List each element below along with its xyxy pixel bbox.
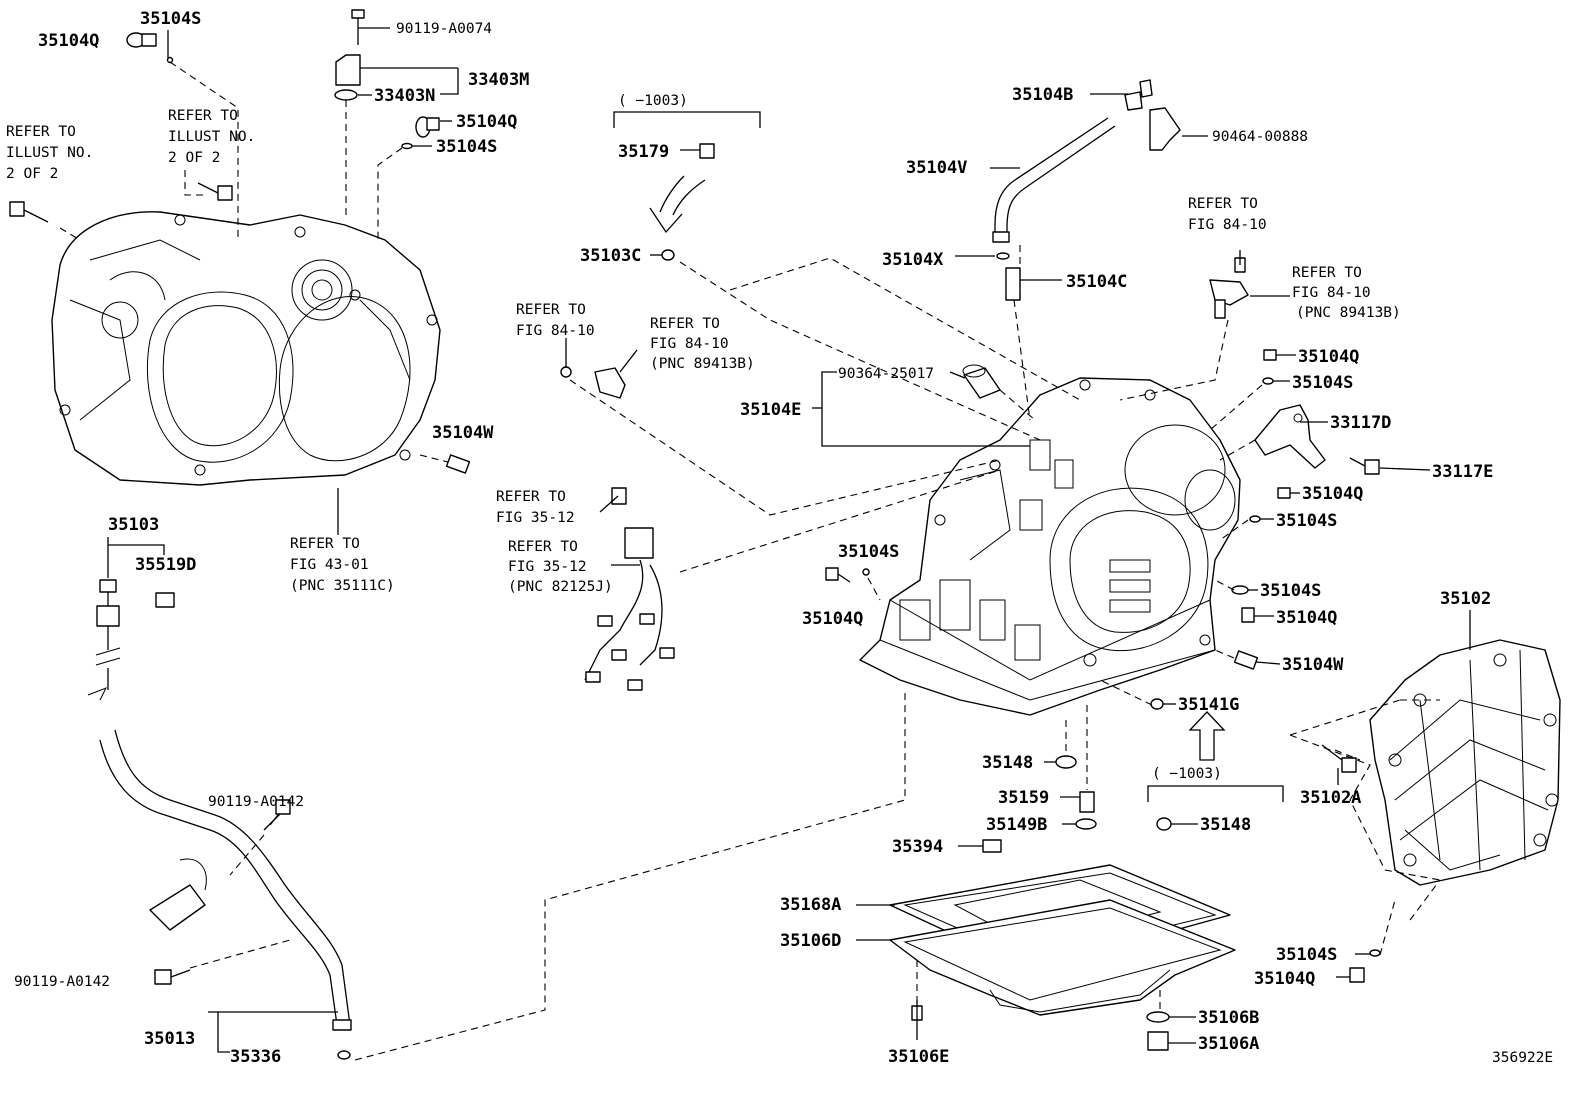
ref-fig-84-10-c: REFER TO FIG 84-10 — [1188, 196, 1267, 233]
ref-fig-35-12-a: REFER TO FIG 35-12 — [496, 489, 575, 526]
ref-fig-35-12-b: REFER TO FIG 35-12 (PNC 82125J) — [508, 539, 613, 595]
label-35168A: 35168A — [780, 895, 841, 915]
assembly-arrows — [649, 175, 1226, 761]
label-33117E: 33117E — [1432, 462, 1493, 482]
part-labels: 35104S 35104Q 90119-A0074 33403M 33403N … — [14, 9, 1553, 1067]
wire-harness — [584, 487, 675, 691]
label-35104E: 35104E — [740, 400, 801, 420]
label-35104Q-t2: 35104Q — [456, 112, 517, 132]
label-35102A: 35102A — [1300, 788, 1361, 808]
label-33403M: 33403M — [468, 70, 529, 90]
label-35179: 35179 — [618, 142, 669, 162]
label-35013: 35013 — [144, 1029, 195, 1049]
label-35104C: 35104C — [1066, 272, 1127, 292]
label-35148-a: 35148 — [982, 753, 1033, 773]
ref-fig-43-01: REFER TO FIG 43-01 (PNC 35111C) — [290, 536, 395, 594]
label-35148-b: 35148 — [1200, 815, 1251, 835]
label-35104S-c: 35104S — [838, 542, 899, 562]
label-35104S-tl: 35104S — [140, 9, 201, 29]
label-35104S-br: 35104S — [1276, 945, 1337, 965]
label-35103: 35103 — [108, 515, 159, 535]
ref-fig-84-10-b: REFER TO FIG 84-10 (PNC 89413B) — [650, 316, 755, 372]
label-90119-A0142-a: 90119-A0142 — [208, 794, 304, 810]
ref-fig-84-10-d: REFER TO FIG 84-10 (PNC 89413B) — [1292, 265, 1401, 321]
label-35106E: 35106E — [888, 1047, 949, 1067]
label-35141G: 35141G — [1178, 695, 1239, 715]
label-35104Q-tl: 35104Q — [38, 31, 99, 51]
oil-pan — [889, 899, 1236, 1016]
date-range-top: ( −1003) — [618, 93, 688, 109]
label-35104Q-r3: 35104Q — [1276, 608, 1337, 628]
breather-hose — [992, 117, 1116, 243]
case-cover — [1369, 639, 1561, 886]
label-35336: 35336 — [230, 1047, 281, 1067]
label-35106D: 35106D — [780, 931, 841, 951]
label-35104W-l: 35104W — [432, 423, 494, 443]
label-35103C: 35103C — [580, 246, 641, 266]
transaxle-case — [859, 377, 1241, 716]
label-35104S-r3: 35104S — [1260, 581, 1321, 601]
figure-number: 356922E — [1492, 1050, 1553, 1066]
label-35104S-t2: 35104S — [436, 137, 497, 157]
label-35104S-r2: 35104S — [1276, 511, 1337, 531]
refer-notes: REFER TO ILLUST NO. 2 OF 2 REFER TO ILLU… — [6, 108, 1401, 595]
label-90364-25017: 90364-25017 — [838, 366, 934, 382]
caution-label — [155, 592, 175, 608]
converter-housing — [51, 211, 441, 486]
ref-fig-84-10-a: REFER TO FIG 84-10 — [516, 302, 595, 339]
label-35104W-r: 35104W — [1282, 655, 1344, 675]
label-35104Q-r1: 35104Q — [1298, 347, 1359, 367]
label-35106A: 35106A — [1198, 1034, 1259, 1054]
label-35104S-r1: 35104S — [1292, 373, 1353, 393]
label-33117D: 33117D — [1330, 413, 1391, 433]
ref-illust-a: REFER TO ILLUST NO. 2 OF 2 — [6, 124, 102, 182]
dashed-leaders — [59, 61, 1441, 1061]
label-35104B: 35104B — [1012, 85, 1073, 105]
label-35104X: 35104X — [882, 250, 944, 270]
label-35104Q-r2: 35104Q — [1302, 484, 1363, 504]
label-35394: 35394 — [892, 837, 943, 857]
label-35106B: 35106B — [1198, 1008, 1259, 1028]
dipstick — [87, 579, 121, 701]
label-35104Q-c: 35104Q — [802, 609, 863, 629]
label-35159: 35159 — [998, 788, 1049, 808]
label-35519D: 35519D — [135, 555, 196, 575]
label-90464-00888: 90464-00888 — [1212, 129, 1308, 145]
label-35149B: 35149B — [986, 815, 1047, 835]
label-90119-A0074: 90119-A0074 — [396, 21, 492, 37]
label-35104Q-br: 35104Q — [1254, 969, 1315, 989]
label-35102: 35102 — [1440, 589, 1491, 609]
ref-illust-b: REFER TO ILLUST NO. 2 OF 2 — [168, 108, 264, 166]
date-range-bottom: ( −1003) — [1152, 766, 1222, 782]
leader-lines — [107, 27, 1471, 1053]
label-35104V: 35104V — [906, 158, 967, 178]
filler-tube — [99, 729, 352, 1031]
label-33403N: 33403N — [374, 86, 435, 106]
label-90119-A0142-b: 90119-A0142 — [14, 974, 110, 990]
